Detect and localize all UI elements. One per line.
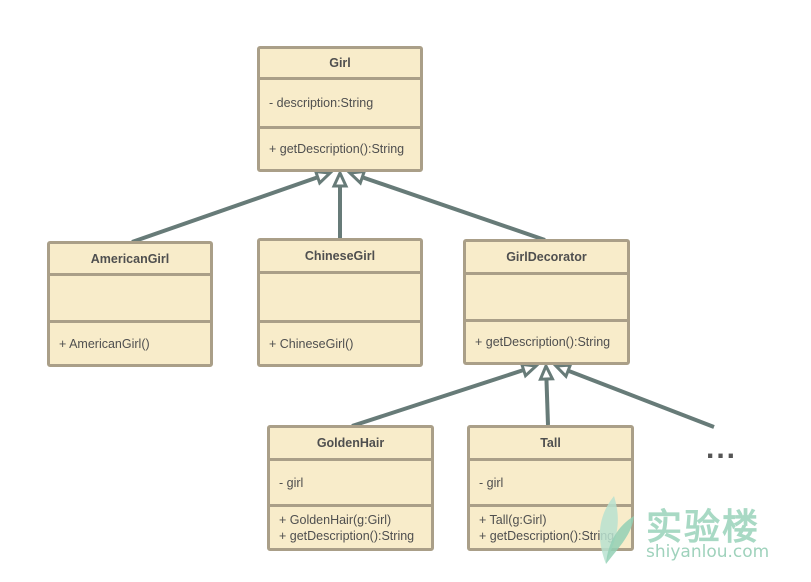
watermark-en-text: shiyanlou.com	[646, 542, 770, 562]
inherit-golden-hair-arrowhead	[519, 362, 540, 379]
inherit-tall-arrowhead	[538, 362, 555, 381]
uml-class-attributes: - girl	[270, 461, 431, 507]
uml-class-golden-hair: GoldenHair - girl + GoldenHair(g:Girl) +…	[267, 425, 434, 551]
inherit-more-arrowhead	[552, 363, 573, 380]
uml-class-methods: + ChineseGirl()	[260, 323, 420, 364]
uml-attribute: - description:String	[269, 96, 374, 110]
uml-class-attributes	[50, 276, 210, 323]
uml-method: + getDescription():String	[479, 528, 615, 543]
inherit-chinese-girl-arrowhead	[331, 169, 349, 188]
uml-method: + GoldenHair(g:Girl)	[279, 512, 392, 527]
inherit-golden-hair-line	[351, 368, 525, 428]
uml-class-tall: Tall - girl + Tall(g:Girl) + getDescript…	[467, 425, 634, 551]
continuation-ellipsis: ...	[706, 432, 738, 465]
uml-attribute: - girl	[279, 475, 304, 490]
watermark-cn-text: 实验楼	[646, 507, 761, 548]
uml-class-name: ChineseGirl	[260, 241, 420, 274]
inherit-girl-decorator-arrowhead	[346, 169, 367, 186]
uml-class-methods: + Tall(g:Girl) + getDescription():String	[470, 507, 631, 548]
uml-class-girl-decorator: GirlDecorator + getDescription():String	[463, 239, 630, 365]
uml-class-attributes: - girl	[470, 461, 631, 507]
inherit-american-girl-line	[131, 175, 319, 244]
uml-class-name: GoldenHair	[270, 428, 431, 461]
uml-class-name: Tall	[470, 428, 631, 461]
uml-attribute: - girl	[479, 475, 504, 490]
uml-class-methods: + AmericanGirl()	[50, 323, 210, 364]
uml-class-girl: Girl - description:String + getDescripti…	[257, 46, 423, 172]
uml-method: + ChineseGirl()	[269, 336, 354, 351]
uml-class-chinese-girl: ChineseGirl + ChineseGirl()	[257, 238, 423, 367]
uml-method: + getDescription():String	[279, 528, 415, 543]
inherit-american-girl-arrowhead	[313, 169, 334, 186]
uml-method: + AmericanGirl()	[59, 336, 150, 351]
inherit-tall-line	[544, 378, 550, 426]
uml-class-american-girl: AmericanGirl + AmericanGirl()	[47, 241, 213, 367]
leaf-logo-icon	[599, 496, 634, 564]
uml-method: + getDescription():String	[475, 335, 611, 349]
uml-class-name: AmericanGirl	[50, 244, 210, 276]
uml-class-methods: + GoldenHair(g:Girl) + getDescription():…	[270, 507, 431, 548]
uml-class-attributes	[260, 274, 420, 323]
uml-class-attributes: - description:String	[260, 80, 420, 129]
uml-class-name: GirlDecorator	[466, 242, 627, 275]
uml-class-methods: + getDescription():String	[260, 129, 420, 169]
uml-class-attributes	[466, 275, 627, 322]
uml-class-name: Girl	[260, 49, 420, 80]
inherit-girl-decorator-line	[361, 175, 546, 242]
inherit-more-line	[567, 368, 715, 429]
uml-class-methods: + getDescription():String	[466, 322, 627, 362]
shiyanlou-watermark: 实验楼 shiyanlou.com	[588, 492, 770, 568]
uml-method: + getDescription():String	[269, 142, 405, 156]
uml-method: + Tall(g:Girl)	[479, 512, 547, 527]
